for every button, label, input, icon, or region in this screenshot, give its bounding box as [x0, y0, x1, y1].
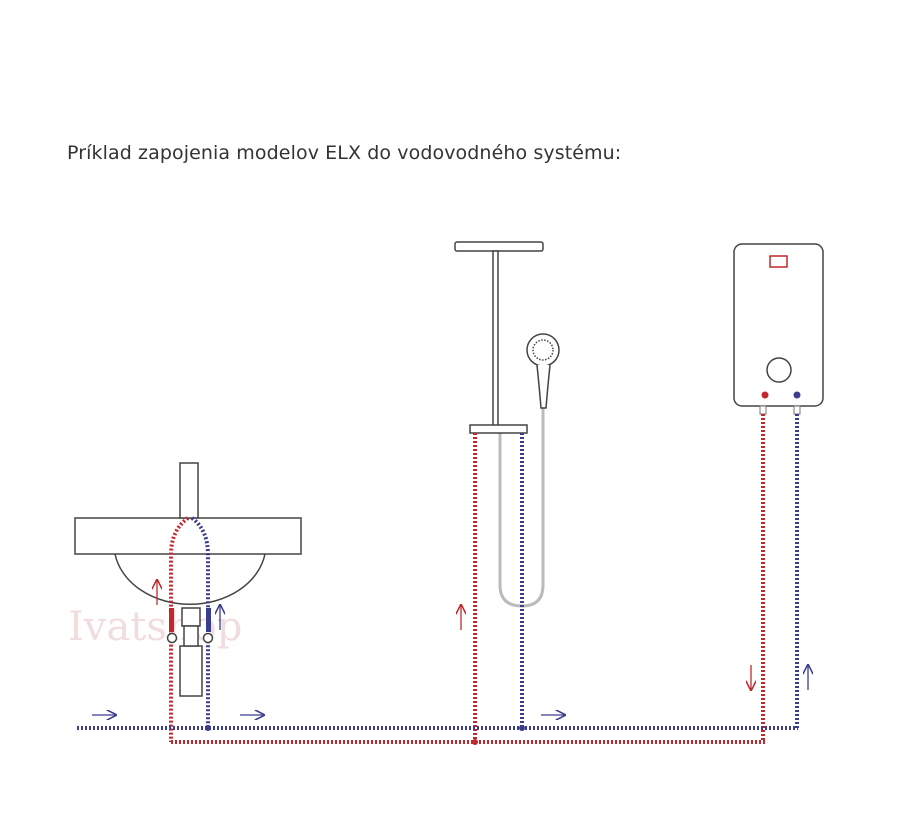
brand-logo-icon — [769, 255, 788, 268]
sink-cold-pipe — [190, 516, 210, 728]
faucet-icon — [179, 462, 199, 519]
watermark: Ivatshop — [68, 604, 242, 650]
water-heater — [733, 243, 824, 415]
cold-valve-icon — [202, 632, 214, 644]
shower-head-icon — [454, 241, 544, 252]
hot-valve-icon — [166, 632, 178, 644]
washbasin — [74, 462, 302, 697]
control-knob-icon — [766, 357, 792, 383]
sink-hot-pipe — [169, 516, 190, 742]
hot-indicator-icon — [761, 391, 769, 399]
cold-indicator-icon — [793, 391, 801, 399]
shower-set — [454, 241, 560, 608]
diagram-title: Príklad zapojenia modelov ELX do vodovod… — [67, 142, 622, 164]
